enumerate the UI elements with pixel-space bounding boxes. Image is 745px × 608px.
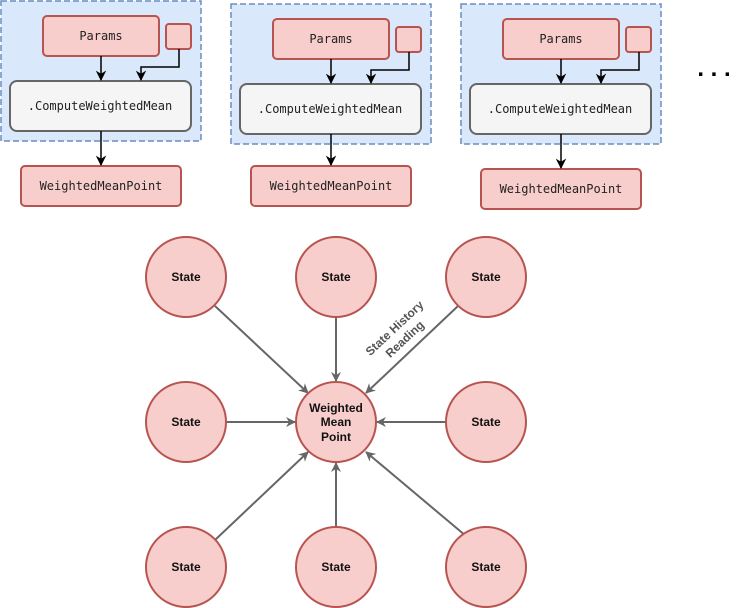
small-param-to-method-arrow (365, 52, 410, 85)
state-label: State (471, 560, 501, 574)
edge-bottom-right (365, 451, 467, 537)
method-label: .ComputeWeightedMean (258, 102, 403, 116)
state-node-bottom-right: State (445, 526, 527, 608)
hub-label-line-1: Weighted (309, 401, 363, 415)
state-label: State (171, 415, 201, 429)
output-label: WeightedMeanPoint (500, 182, 623, 196)
small-param-box (165, 23, 192, 50)
state-node-top-right: State (445, 236, 527, 318)
params-label: Params (309, 32, 352, 46)
state-label: State (321, 560, 351, 574)
weighted-mean-point-node: Weighted Mean Point (295, 381, 377, 463)
state-node-top-center: State (295, 236, 377, 318)
state-node-middle-left: State (145, 381, 227, 463)
params-label: Params (539, 32, 582, 46)
params-label: Params (79, 29, 122, 43)
edge-top-left (214, 305, 309, 394)
method-label: .ComputeWeightedMean (488, 102, 633, 116)
small-param-to-method-arrow (135, 49, 180, 82)
state-label: State (171, 270, 201, 284)
state-node-bottom-left: State (145, 526, 227, 608)
small-param-box (395, 26, 422, 53)
state-node-bottom-center: State (295, 526, 377, 608)
method-label: .ComputeWeightedMean (28, 99, 173, 113)
pipeline-2: Params .ComputeWeightedMean WeightedMean… (230, 3, 432, 207)
state-label: State (171, 560, 201, 574)
small-param-box (625, 26, 652, 53)
spoke-edges (214, 305, 467, 541)
state-label: State (321, 270, 351, 284)
output-label: WeightedMeanPoint (40, 179, 163, 193)
ellipsis-text: . . . (697, 55, 730, 82)
hub-label-line-3: Point (321, 430, 351, 444)
pipeline-3: Params .ComputeWeightedMean WeightedMean… (460, 3, 662, 210)
state-label: State (471, 415, 501, 429)
edge-note: State History Reading (363, 298, 427, 361)
edge-top-right (365, 305, 459, 394)
edge-bottom-left (214, 451, 309, 541)
state-node-top-left: State (145, 236, 227, 318)
output-label: WeightedMeanPoint (270, 179, 393, 193)
small-param-to-method-arrow (595, 52, 640, 85)
state-label: State (471, 270, 501, 284)
hub-label-line-2: Mean (321, 415, 352, 429)
pipeline-1: Params .ComputeWeightedMean WeightedMean… (0, 0, 202, 207)
state-node-middle-right: State (445, 381, 527, 463)
state-nodes: State State State State State State Stat… (145, 236, 527, 608)
